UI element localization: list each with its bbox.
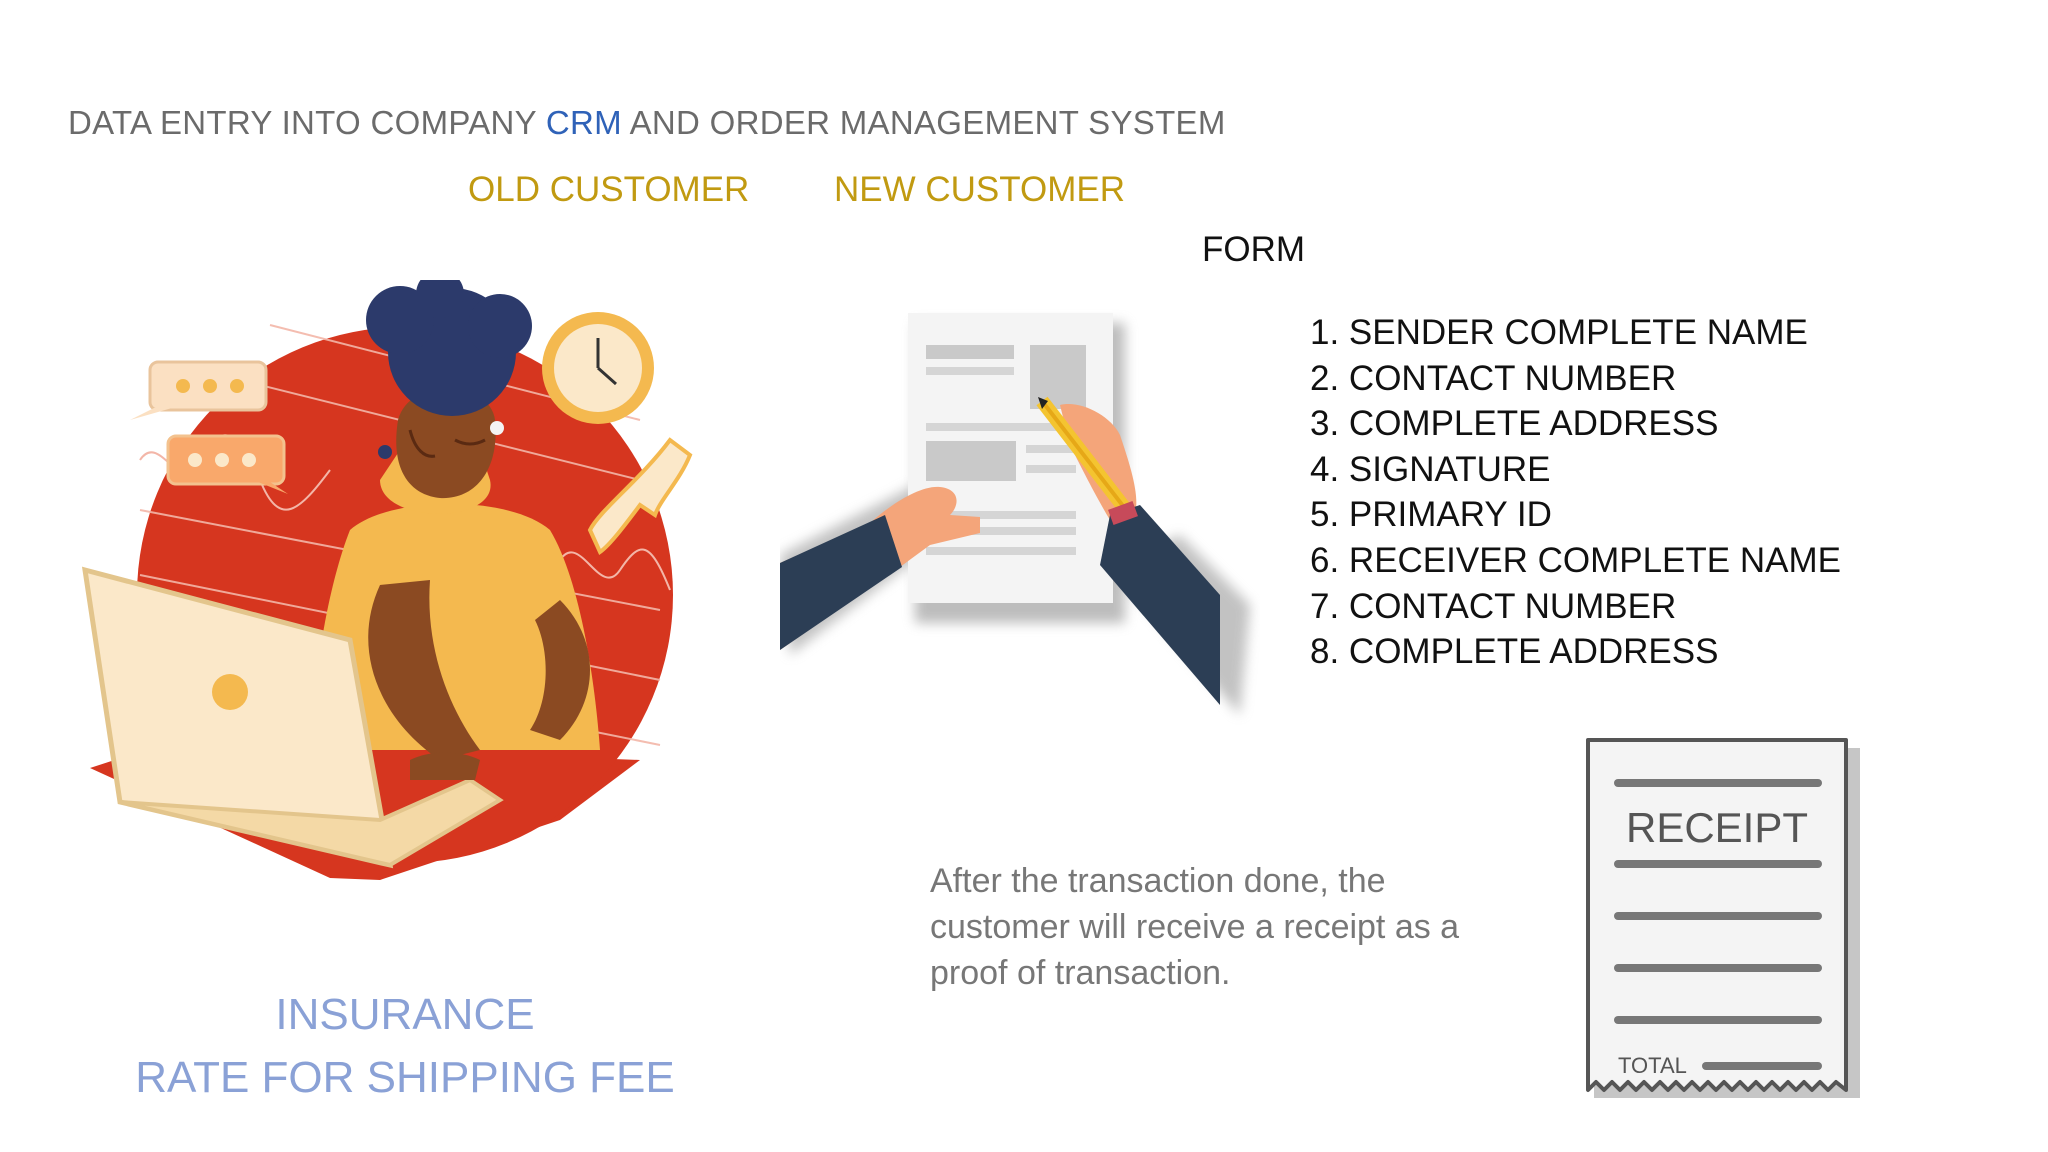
form-field-item: 3. COMPLETE ADDRESS [1310, 404, 1719, 444]
form-field-item: 5. PRIMARY ID [1310, 495, 1552, 535]
form-field-list: 1. SENDER COMPLETE NAME 2. CONTACT NUMBE… [1310, 310, 1841, 675]
form-field-item: 1. SENDER COMPLETE NAME [1310, 313, 1808, 352]
title-part-2: AND ORDER MANAGEMENT SYSTEM [621, 104, 1226, 141]
receipt-icon: RECEIPT TOTAL [1586, 738, 1860, 1098]
receipt-heading: RECEIPT [1626, 804, 1808, 851]
title-accent-crm: CRM [545, 104, 622, 141]
form-field-item: 2. CONTACT NUMBER [1310, 358, 1677, 398]
receipt-total-label: TOTAL [1618, 1053, 1687, 1078]
form-label: FORM [1202, 230, 1306, 269]
slide-title: DATA ENTRY INTO COMPANY CRM AND ORDER MA… [68, 104, 1226, 142]
insurance-label: INSURANCE [275, 990, 535, 1039]
new-customer-label: NEW CUSTOMER [834, 170, 1126, 209]
title-part-1: DATA ENTRY INTO COMPANY [68, 104, 546, 141]
old-customer-label: OLD CUSTOMER [468, 170, 750, 209]
form-field-item: 8. COMPLETE ADDRESS [1310, 632, 1719, 672]
form-field-item: 7. CONTACT NUMBER [1310, 586, 1677, 626]
shipping-fee-label: RATE FOR SHIPPING FEE [135, 1053, 675, 1102]
form-field-item: 6. RECEIVER COMPLETE NAME [1310, 540, 1841, 580]
customer-service-agent-icon [81, 280, 693, 880]
form-field-item: 4. SIGNATURE [1310, 449, 1551, 489]
document-signing-icon [780, 313, 1250, 715]
receipt-note: After the transaction done, the customer… [930, 862, 1460, 992]
